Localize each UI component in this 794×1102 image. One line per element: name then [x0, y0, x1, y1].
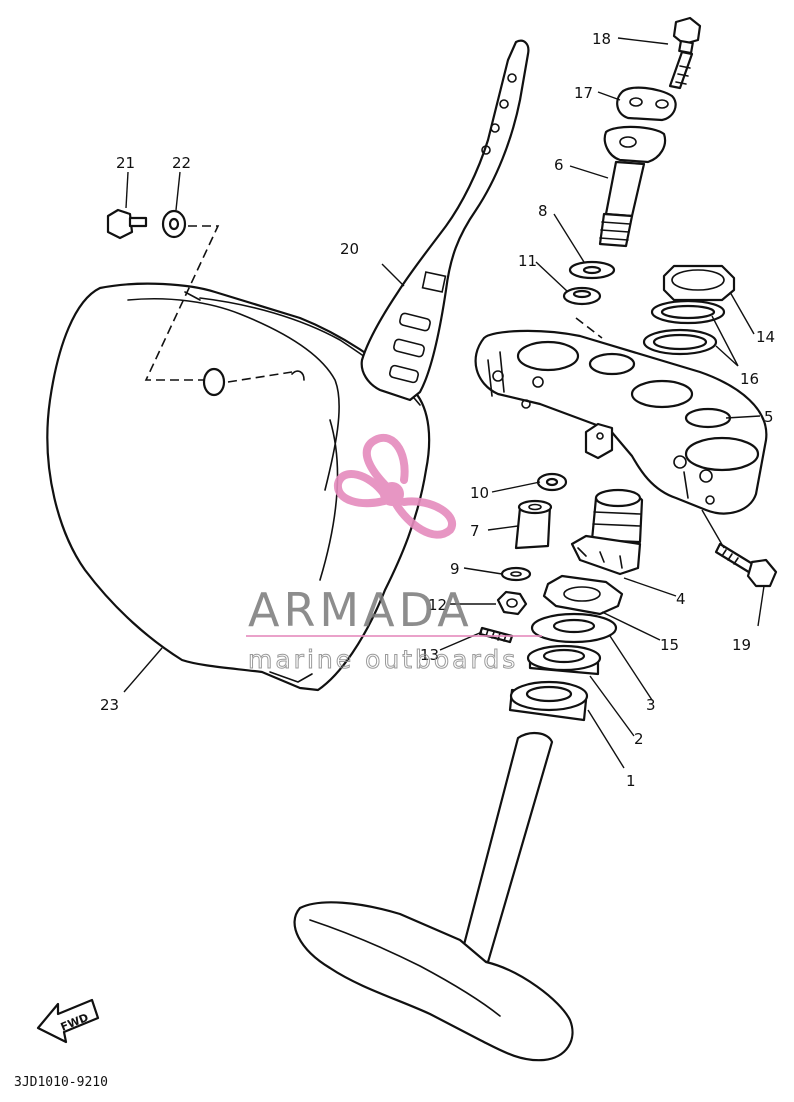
washers-part-16	[642, 299, 726, 356]
fwd-arrow: FWD	[36, 998, 100, 1044]
watermark-tagline: marine outboards	[248, 645, 518, 674]
nut-part-12	[496, 590, 528, 616]
clamp-block	[584, 422, 614, 460]
callout-22: 22	[172, 154, 191, 172]
alignment-line-plate	[144, 225, 220, 381]
upper-holder-part-17	[616, 86, 677, 122]
propeller-logo-icon	[334, 433, 456, 539]
callout-15: 15	[660, 636, 679, 654]
bracket-stay-part-20	[360, 39, 530, 402]
upper-bracket-part-5	[474, 329, 768, 515]
callout-14: 14	[756, 328, 775, 346]
washer-part-8	[568, 260, 616, 280]
ring-nut-part-15	[542, 574, 624, 616]
callout-6: 6	[554, 156, 564, 174]
callout-12: 12	[428, 596, 447, 614]
ring-nut-part-14	[662, 264, 736, 302]
lower-holder-part-6	[598, 125, 667, 248]
callout-23: 23	[100, 696, 119, 714]
callout-17: 17	[574, 84, 593, 102]
washer-part-10	[536, 472, 568, 492]
bolt-part-19	[714, 542, 778, 588]
leader-lines	[123, 37, 765, 769]
callout-16: 16	[740, 370, 759, 388]
alignment-line-holder	[575, 317, 603, 339]
callout-3: 3	[646, 696, 656, 714]
callout-7: 7	[470, 522, 480, 540]
collar-part-11	[562, 286, 602, 306]
callout-19: 19	[732, 636, 751, 654]
armada-watermark: ARMADA marine outboards	[246, 433, 542, 675]
alignment-line-plate-2	[227, 371, 293, 383]
bearing-part-2	[526, 644, 602, 676]
callout-10: 10	[470, 484, 489, 502]
callout-4: 4	[676, 590, 686, 608]
plate-mounting-hole	[202, 367, 226, 397]
callout-5: 5	[764, 408, 774, 426]
bolt-part-21	[106, 208, 148, 240]
callout-21: 21	[116, 154, 135, 172]
collar-part-7	[514, 499, 553, 550]
callout-20: 20	[340, 240, 359, 258]
callout-labels: 18 17 6 8 11 20 21 22 14 16 5 10 7 9 12 …	[100, 30, 775, 790]
callout-8: 8	[538, 202, 548, 220]
callout-9: 9	[450, 560, 460, 578]
callout-1: 1	[626, 772, 636, 790]
watermark-brand: ARMADA	[248, 583, 473, 637]
washer-part-22	[161, 209, 187, 239]
steering-stem-lower-bracket	[293, 732, 574, 1062]
bolt-part-18	[668, 16, 702, 90]
callout-18: 18	[592, 30, 611, 48]
diagram-code: 3JD1010-9210	[14, 1075, 108, 1090]
callout-2: 2	[634, 730, 644, 748]
steering-nut-part-4	[570, 488, 644, 576]
washer-part-9	[500, 566, 532, 582]
dust-seal-part-3	[530, 612, 618, 644]
callout-11: 11	[518, 252, 537, 270]
callout-13: 13	[420, 646, 439, 664]
bearing-part-1	[508, 680, 589, 722]
